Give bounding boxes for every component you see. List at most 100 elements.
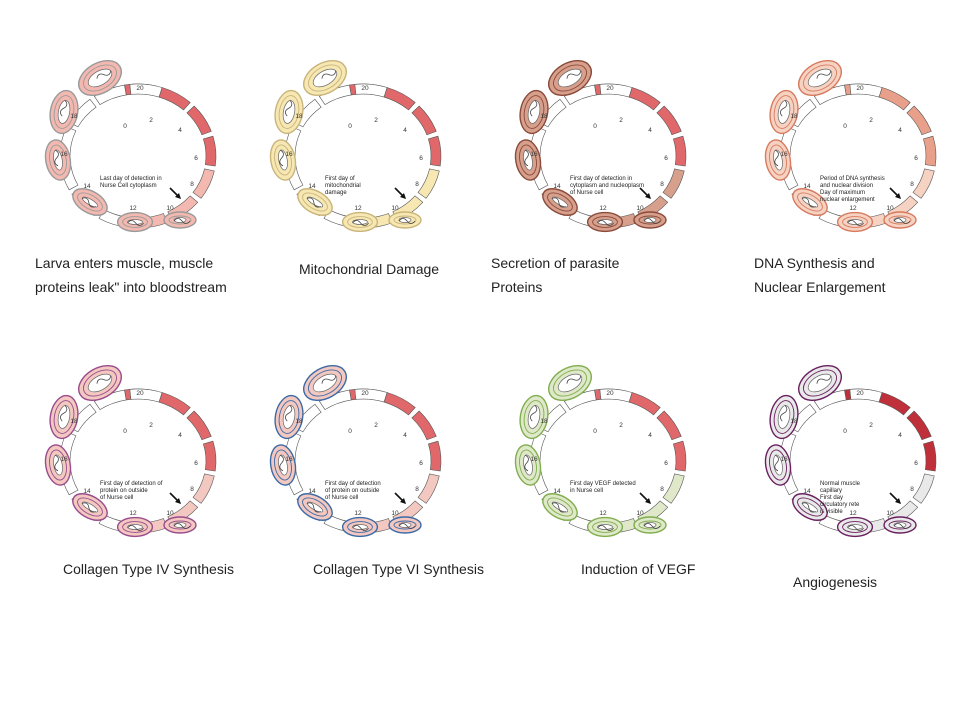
day-label: 14 <box>308 183 316 190</box>
annotation-line: Last day of detection in <box>100 176 162 182</box>
day-label: 16 <box>285 456 293 463</box>
nurse-cell-stage <box>792 188 828 216</box>
caption-collagen-iv: Collagen Type IV Synthesis <box>63 560 234 578</box>
annotation-line: Normal muscle <box>820 481 861 487</box>
caption-line: Induction of VEGF <box>581 561 696 577</box>
muscle-segment <box>417 473 440 504</box>
nurse-cell-stage <box>341 211 379 233</box>
day-label: 18 <box>790 113 798 120</box>
annotation-line: of Nurse cell <box>100 495 133 501</box>
nurse-cell-stage <box>49 89 79 135</box>
nurse-cell-stage <box>883 211 917 229</box>
day-label: 6 <box>419 155 423 162</box>
nurse-cell-stages <box>269 59 422 233</box>
day-label: 2 <box>149 422 153 429</box>
muscle-segment <box>354 83 388 98</box>
nurse-cell-stages <box>514 59 667 233</box>
arrow-head <box>645 498 651 504</box>
nurse-cell-stage <box>44 139 72 181</box>
muscle-segment <box>354 388 388 403</box>
nurse-cell-stage <box>72 188 108 216</box>
day-label: 6 <box>194 155 198 162</box>
nurse-cell-stage <box>798 59 842 97</box>
nurse-cell-stage <box>542 188 578 216</box>
muscle-segment <box>628 392 661 416</box>
nurse-cell-stage <box>633 211 667 229</box>
day-label: 16 <box>60 151 68 158</box>
day-label: 10 <box>886 510 894 517</box>
day-label: 0 <box>843 123 847 130</box>
day-label: 6 <box>914 460 918 467</box>
muscle-segment <box>383 87 416 111</box>
annotation-line: and nuclear division <box>820 183 873 189</box>
day-label: 12 <box>354 205 362 212</box>
nurse-cell-stage <box>769 89 799 135</box>
nurse-cell-stage <box>163 211 197 229</box>
muscle-segment <box>599 388 633 403</box>
day-label: 2 <box>619 422 623 429</box>
day-label: 4 <box>898 432 902 439</box>
day-label: 4 <box>648 432 652 439</box>
day-label: 18 <box>295 418 303 425</box>
nurse-cell-stages <box>764 364 917 538</box>
annotation-line: Nurse Cell cytoplasm <box>100 183 157 189</box>
muscle-segment <box>417 168 440 199</box>
day-label: 6 <box>664 460 668 467</box>
day-label: 4 <box>178 127 182 134</box>
day-label: 16 <box>60 456 68 463</box>
annotation-line: capillary <box>820 488 842 494</box>
annotation-line: of protein on outside <box>325 488 380 494</box>
caption-line: Angiogenesis <box>793 574 878 590</box>
muscle-segment <box>878 392 911 416</box>
arrow-head <box>175 498 181 504</box>
day-label: 8 <box>660 486 664 493</box>
nurse-cell-stage <box>542 493 578 521</box>
day-label: 0 <box>123 123 127 130</box>
muscle-segment <box>662 168 685 199</box>
nurse-cell-stage <box>883 516 917 534</box>
caption-dna-synthesis: DNA Synthesis and Nuclear Enlargement <box>754 254 886 296</box>
day-label: 0 <box>348 123 352 130</box>
caption-collagen-vi: Collagen Type VI Synthesis <box>313 560 484 578</box>
nurse-cell-stage <box>519 394 549 440</box>
nurse-cell-stage <box>163 516 197 534</box>
day-label: 20 <box>606 85 614 92</box>
day-label: 8 <box>415 181 419 188</box>
muscle-segment <box>158 392 191 416</box>
day-label: 6 <box>914 155 918 162</box>
nurse-cell-stage <box>836 211 874 233</box>
day-label: 8 <box>415 486 419 493</box>
day-label: 20 <box>856 85 864 92</box>
caption-mitochondrial: Mitochondrial Damage <box>299 260 439 278</box>
annotation-line: First day of detection in <box>570 176 632 182</box>
nurse-cell-stage <box>297 188 333 216</box>
caption-larva-entry: Larva enters muscle, muscle proteins lea… <box>35 254 227 296</box>
day-label: 16 <box>780 151 788 158</box>
nurse-cell-stage <box>514 444 542 486</box>
nurse-cell-stage <box>44 444 72 486</box>
arrow-head <box>400 498 406 504</box>
day-label: 6 <box>664 155 668 162</box>
muscle-segment <box>628 87 661 111</box>
nurse-cell-stage <box>548 59 592 97</box>
day-label: 10 <box>166 510 174 517</box>
day-label: 6 <box>194 460 198 467</box>
caption-line: Nuclear Enlargement <box>754 279 886 295</box>
day-label: 18 <box>70 418 78 425</box>
